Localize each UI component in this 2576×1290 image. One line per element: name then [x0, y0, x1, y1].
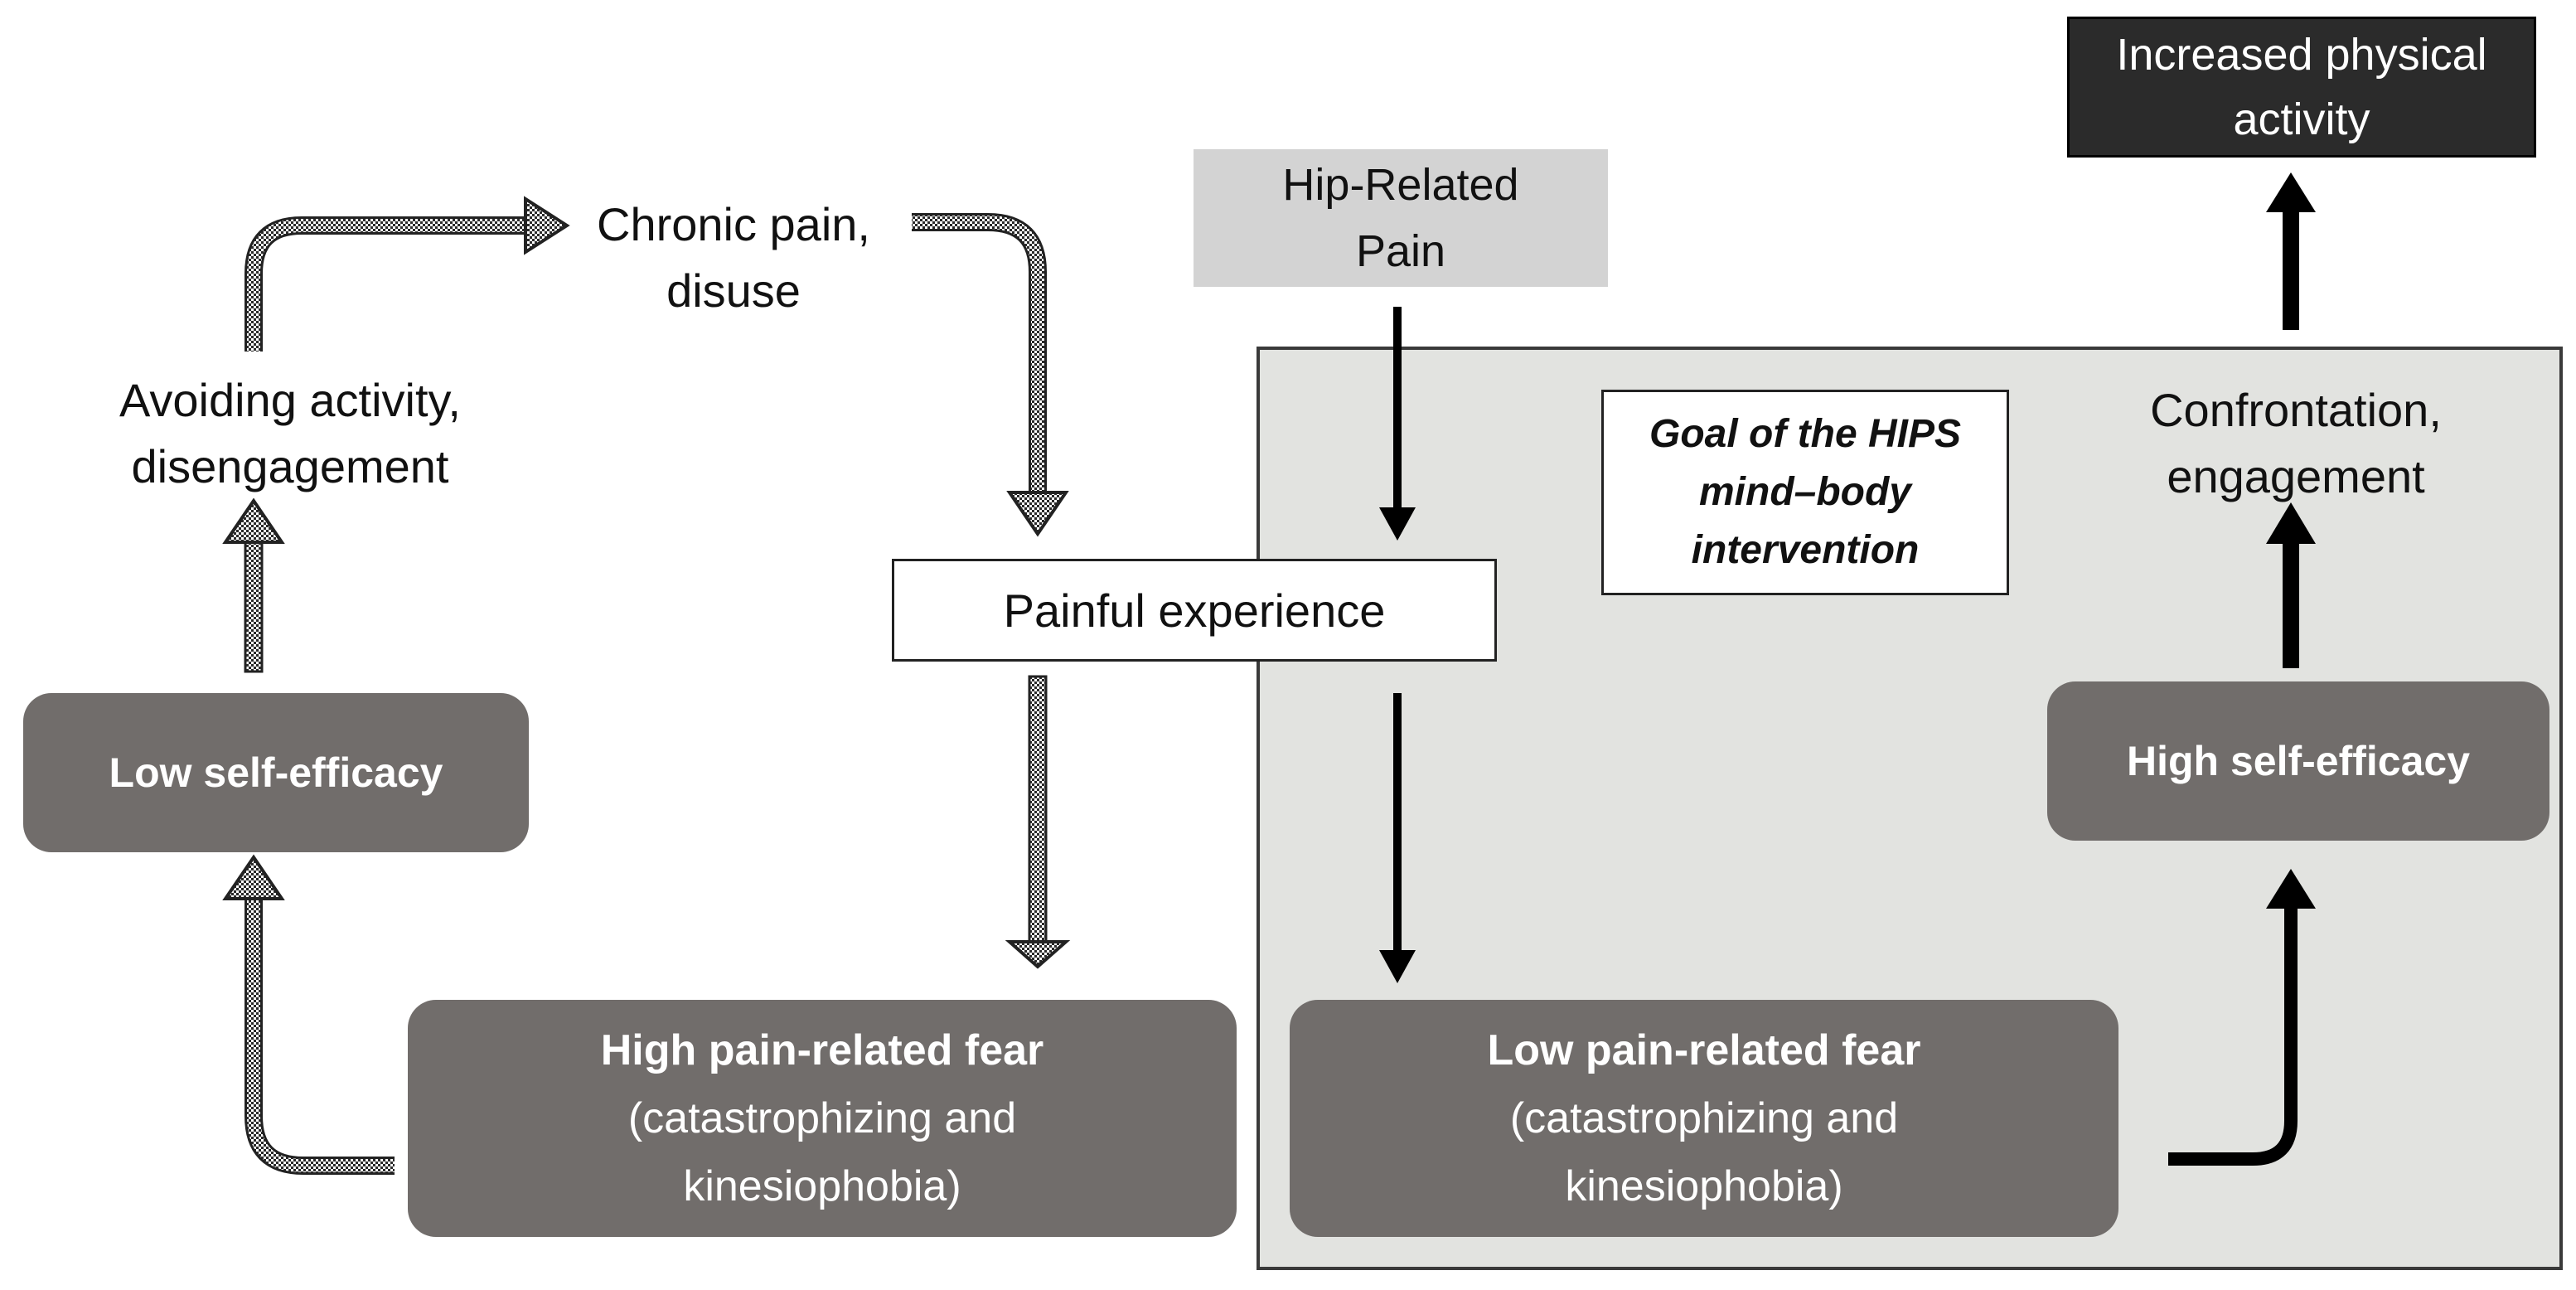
chronic-pain-line2: disuse — [666, 264, 801, 317]
arrow-hip-pain-to-painful-experience — [1379, 307, 1416, 541]
arrow-low-self-efficacy-to-avoiding — [222, 497, 285, 673]
goal-line3: intervention — [1691, 528, 1920, 572]
increased-line2: activity — [2233, 95, 2370, 144]
chronic-pain-line1: Chronic pain, — [597, 198, 870, 250]
low-self-efficacy-label: Low self-efficacy — [109, 749, 443, 796]
high-fear-line2: (catastrophizing and — [627, 1094, 1017, 1142]
chronic-pain-node: Chronic pain, disuse — [547, 187, 920, 328]
painful-experience-box: Painful experience — [892, 559, 1497, 662]
high-fear-title: High pain-related fear — [600, 1026, 1044, 1074]
hip-related-pain-box: Hip-Related Pain — [1194, 149, 1608, 287]
painful-experience-label: Painful experience — [1003, 584, 1386, 637]
confrontation-node: Confrontation, engagement — [2080, 373, 2511, 514]
high-self-efficacy-box: High self-efficacy — [2047, 681, 2549, 841]
avoiding-line2: disengagement — [131, 440, 449, 492]
goal-label-box: Goal of the HIPS mind–body intervention — [1601, 390, 2009, 595]
arrow-painful-experience-to-high-fear — [1005, 675, 1071, 969]
arrow-avoiding-to-chronic-pain — [245, 196, 570, 352]
arrow-confrontation-to-increased-activity — [2266, 172, 2316, 330]
low-pain-related-fear-box: Low pain-related fear (catastrophizing a… — [1290, 1000, 2118, 1237]
high-fear-line3: kinesiophobia) — [683, 1162, 961, 1210]
arrow-painful-experience-to-low-fear — [1379, 693, 1416, 983]
low-fear-title: Low pain-related fear — [1487, 1026, 1921, 1074]
confrontation-line1: Confrontation, — [2150, 384, 2442, 436]
goal-line1: Goal of the HIPS — [1649, 412, 1962, 456]
confrontation-line2: engagement — [2167, 450, 2425, 502]
increased-line1: Increased physical — [2116, 30, 2487, 80]
arrow-chronic-pain-to-painful-experience — [912, 213, 1069, 537]
hip-pain-line2: Pain — [1355, 226, 1446, 276]
avoiding-line1: Avoiding activity, — [119, 374, 461, 426]
low-fear-line3: kinesiophobia) — [1565, 1162, 1843, 1210]
low-self-efficacy-box: Low self-efficacy — [23, 693, 529, 852]
arrow-fear-to-low-self-efficacy — [222, 854, 395, 1175]
hip-pain-line1: Hip-Related — [1282, 160, 1519, 210]
high-pain-related-fear-box: High pain-related fear (catastrophizing … — [408, 1000, 1237, 1237]
increased-physical-activity-box: Increased physical activity — [2067, 17, 2536, 158]
arrow-low-fear-to-high-self-efficacy — [2168, 869, 2316, 1166]
goal-line2: mind–body — [1698, 470, 1911, 514]
high-self-efficacy-label: High self-efficacy — [2126, 738, 2470, 784]
avoiding-activity-node: Avoiding activity, disengagement — [50, 363, 530, 504]
arrow-high-self-efficacy-to-confrontation — [2266, 502, 2316, 668]
low-fear-line2: (catastrophizing and — [1509, 1094, 1899, 1142]
